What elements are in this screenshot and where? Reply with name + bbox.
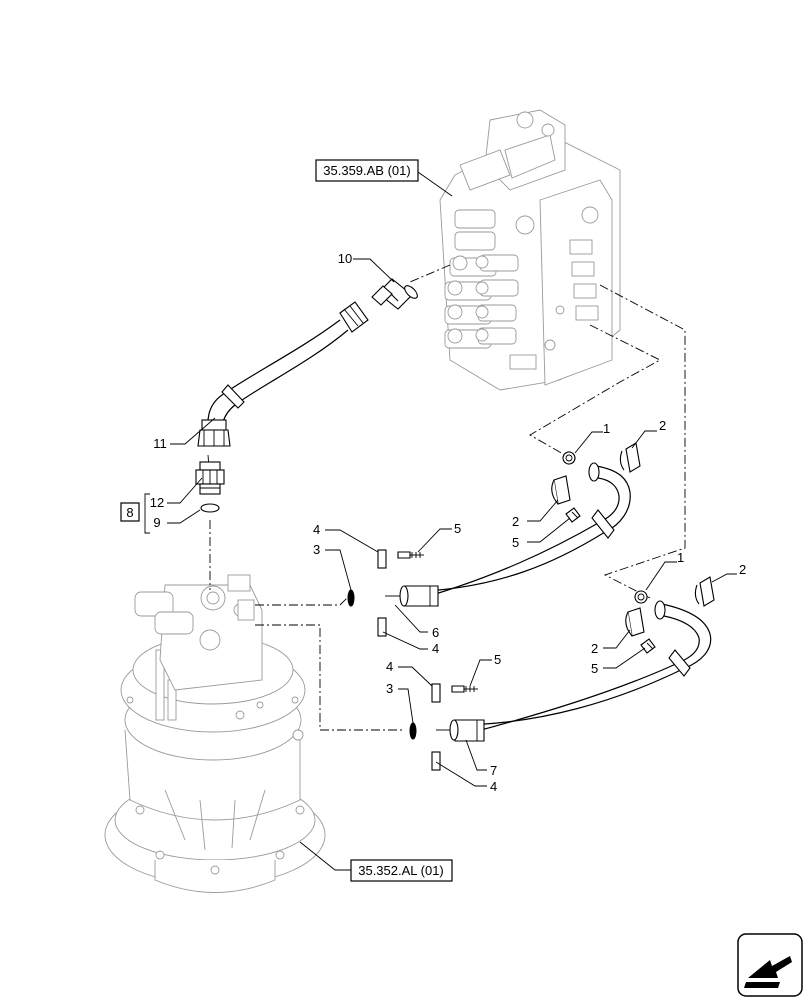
callout-3-upper: 3 xyxy=(313,542,320,557)
callout-2-lower-right: 2 xyxy=(739,562,746,577)
callout-12: 12 xyxy=(150,495,164,510)
callout-5-upper-left: 5 xyxy=(454,521,461,536)
ref-label-control-valve: 35.359.AB (01) xyxy=(323,163,410,178)
callout-11: 11 xyxy=(153,436,167,451)
callout-7: 7 xyxy=(490,763,497,778)
callout-8: 8 xyxy=(126,505,133,520)
control-valve-drawing xyxy=(439,109,621,391)
callout-numbers: 10 11 12 9 1 2 2 5 1 2 2 5 4 5 3 6 4 4 5… xyxy=(150,251,746,794)
callout-10: 10 xyxy=(338,251,352,266)
upper-tube-assembly xyxy=(385,442,641,607)
callout-5-upper-right: 5 xyxy=(512,535,519,550)
adapter-fitting-10 xyxy=(371,278,418,310)
callout-5-lower-right: 5 xyxy=(591,661,598,676)
callout-2-upper-right: 2 xyxy=(659,418,666,433)
ref-label-swing-motor: 35.352.AL (01) xyxy=(358,863,444,878)
swing-motor-drawing xyxy=(104,574,326,893)
callout-2-upper-left: 2 xyxy=(512,514,519,529)
kit-box-8[interactable]: 8 xyxy=(120,502,140,522)
callout-3-lower: 3 xyxy=(386,681,393,696)
callout-9: 9 xyxy=(153,515,160,530)
callout-4-upper-bottom: 4 xyxy=(432,641,439,656)
upper-loose-parts xyxy=(347,549,424,637)
callout-6: 6 xyxy=(432,625,439,640)
ref-box-swing-motor[interactable]: 35.352.AL (01) xyxy=(350,859,453,882)
callout-4-lower-bottom: 4 xyxy=(490,779,497,794)
o-ring-9 xyxy=(200,503,220,513)
hose-11 xyxy=(197,301,369,447)
callout-4-lower-top: 4 xyxy=(386,659,393,674)
callout-5-lower-left: 5 xyxy=(494,652,501,667)
callout-2-lower-left: 2 xyxy=(591,641,598,656)
callout-1-lower: 1 xyxy=(677,550,684,565)
adapter-12 xyxy=(195,461,225,495)
center-lines xyxy=(207,264,686,731)
lower-tube-assembly xyxy=(436,576,715,742)
callout-4-upper-top: 4 xyxy=(313,522,320,537)
ref-box-control-valve[interactable]: 35.359.AB (01) xyxy=(315,159,419,182)
next-page-arrow-icon[interactable] xyxy=(737,933,803,997)
callout-1-upper: 1 xyxy=(603,421,610,436)
leader-lines xyxy=(144,171,737,871)
